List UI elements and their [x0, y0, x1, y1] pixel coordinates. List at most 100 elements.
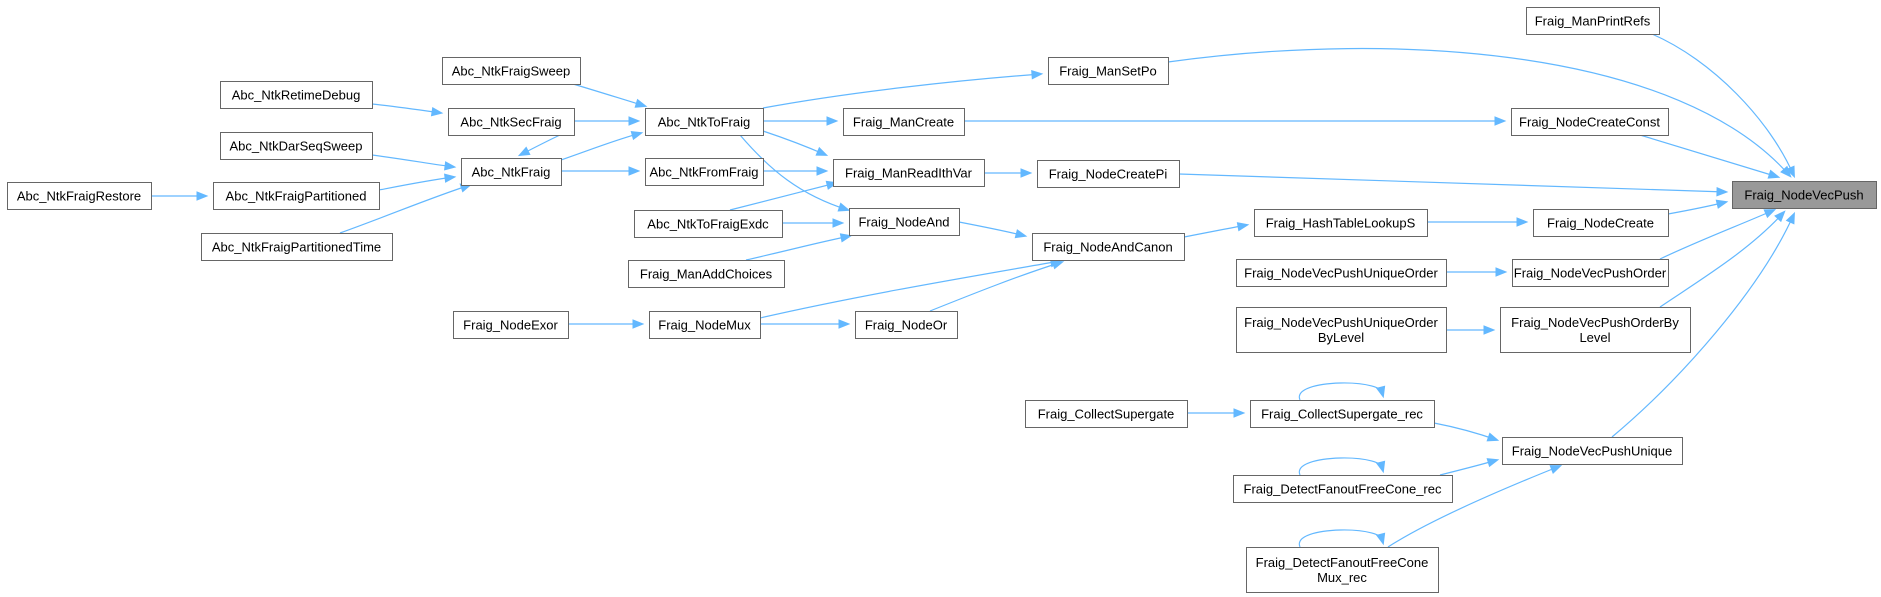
edge-setpo-to-root-arrowhead [1780, 165, 1792, 178]
edge-fanoutmuxrec-to-fanoutmuxrec-arrowhead [1375, 532, 1386, 546]
node-nodecreate[interactable]: Fraig_NodeCreate [1533, 209, 1669, 237]
node-label: Fraig_NodeAnd [858, 215, 949, 230]
edge-pushorder-to-root-arrowhead [1763, 209, 1777, 219]
node-createpi[interactable]: Fraig_NodeCreatePi [1037, 160, 1180, 188]
edge-fraigpartitionedtime-to-ntkfraig [339, 184, 471, 234]
edge-setpo-to-root [1167, 47, 1791, 177]
node-addchoices[interactable]: Fraig_ManAddChoices [628, 260, 785, 288]
node-box [1236, 307, 1447, 353]
node-box [843, 108, 965, 136]
node-nodeexor[interactable]: Fraig_NodeExor [453, 311, 569, 339]
node-createconst[interactable]: Fraig_NodeCreateConst [1511, 108, 1669, 136]
edge-andcanon-to-hashlookup-arrowhead [1236, 222, 1250, 232]
node-label: Abc_NtkToFraig [658, 115, 750, 130]
node-label: Abc_NtkFraigRestore [17, 189, 141, 204]
edge-ntkfraigsweep-to-ntktofraig-arrowhead [634, 98, 648, 108]
node-ntkfraigsweep[interactable]: Abc_NtkFraigSweep [442, 57, 581, 85]
node-box [849, 208, 960, 236]
node-nodeand[interactable]: Fraig_NodeAnd [849, 208, 960, 236]
edge-supergaterec-to-supergaterec-arrowhead [1375, 385, 1386, 399]
node-nodemux[interactable]: Fraig_NodeMux [649, 311, 761, 339]
node-fraigrestore[interactable]: Abc_NtkFraigRestore [7, 182, 152, 210]
node-uniqueorder[interactable]: Fraig_NodeVecPushUniqueOrder [1236, 259, 1447, 287]
node-label: Fraig_NodeVecPushUnique [1512, 444, 1672, 459]
edge-addchoices-to-nodeand-arrowhead [839, 233, 853, 243]
edge-pushorderlevel-to-root-arrowhead [1774, 210, 1786, 223]
edge-nodeand-to-andcanon-arrowhead [1014, 229, 1028, 239]
node-ntkfraig[interactable]: Abc_NtkFraig [461, 158, 562, 186]
node-box [1233, 475, 1453, 503]
node-ntktofraigexdc[interactable]: Abc_NtkToFraigExdc [634, 210, 783, 238]
node-nodeor[interactable]: Fraig_NodeOr [855, 311, 958, 339]
edge-ntktofraig-to-setpo [762, 73, 1042, 109]
node-label: Fraig_NodeAndCanon [1043, 240, 1172, 255]
node-readith[interactable]: Fraig_ManReadIthVar [833, 159, 985, 187]
edge-hashlookup-to-nodecreate-arrowhead [1516, 217, 1529, 227]
node-root[interactable]: Fraig_NodeVecPush [1732, 181, 1877, 209]
node-label: Fraig_NodeOr [865, 318, 948, 333]
edge-fanoutrec-to-fanoutrec-arrowhead [1375, 460, 1386, 474]
node-box [7, 182, 152, 210]
edge-ntktofraigexdc-to-nodeand-arrowhead [832, 218, 845, 228]
edge-ntktofraig-to-nodeand-arrowhead [837, 202, 851, 212]
node-box [1526, 7, 1660, 35]
edge-collectsupergate-to-supergaterec-arrowhead [1233, 408, 1246, 418]
node-setpo[interactable]: Fraig_ManSetPo [1048, 57, 1169, 85]
node-mancreate[interactable]: Fraig_ManCreate [843, 108, 965, 136]
node-box [442, 57, 581, 85]
nodes-layer: Fraig_NodeVecPush Fraig_ManPrintRefsFraig… [7, 7, 1877, 593]
node-printrefs[interactable]: Fraig_ManPrintRefs [1526, 7, 1660, 35]
node-box [634, 210, 783, 238]
edge-createpi-to-root [1178, 173, 1727, 193]
node-box [645, 108, 764, 136]
node-fraigpartitionedtime[interactable]: Abc_NtkFraigPartitionedTime [201, 233, 393, 261]
edge-uniqueorder-to-pushorder-arrowhead [1495, 267, 1508, 277]
node-box [1500, 307, 1691, 353]
edge-fraigpartitioned-to-ntkfraig-arrowhead [444, 173, 457, 183]
node-box [220, 81, 373, 109]
edge-supergaterec-to-supergaterec [1299, 382, 1384, 401]
node-box [448, 108, 575, 136]
node-supergaterec[interactable]: Fraig_CollectSupergate_rec [1250, 400, 1435, 428]
node-label: Abc_NtkFraigPartitioned [226, 189, 367, 204]
node-label: Abc_NtkToFraigExdc [647, 217, 769, 232]
edge-uniqueorderlevel-to-pushorderlevel-arrowhead [1483, 325, 1496, 335]
node-pushorder[interactable]: Fraig_NodeVecPushOrder [1512, 259, 1669, 287]
node-fanoutrec[interactable]: Fraig_DetectFanoutFreeCone_rec [1233, 475, 1453, 503]
edge-readith-to-createpi-arrowhead [1020, 168, 1033, 178]
node-box [453, 311, 569, 339]
node-box [649, 311, 761, 339]
node-label: Fraig_CollectSupergate_rec [1261, 407, 1423, 422]
edge-retimedebug-to-ntksecfraig-arrowhead [430, 107, 444, 117]
edge-nodeor-to-andcanon-arrowhead [1051, 260, 1065, 270]
node-label: Abc_NtkFraig [472, 165, 551, 180]
node-retimedebug[interactable]: Abc_NtkRetimeDebug [220, 81, 373, 109]
node-box [1250, 400, 1435, 428]
edge-darseqsweep-to-ntkfraig-arrowhead [444, 161, 457, 171]
node-fraigpartitioned[interactable]: Abc_NtkFraigPartitioned [213, 182, 380, 210]
edge-createconst-to-root-arrowhead [1767, 169, 1781, 179]
node-box [855, 311, 958, 339]
node-label: Abc_NtkFromFraig [649, 165, 758, 180]
node-label: Abc_NtkFraigSweep [452, 64, 571, 79]
node-andcanon[interactable]: Fraig_NodeAndCanon [1032, 233, 1185, 261]
node-hashlookup[interactable]: Fraig_HashTableLookupS [1254, 209, 1428, 237]
node-collectsupergate[interactable]: Fraig_CollectSupergate [1025, 400, 1188, 428]
node-box [628, 260, 785, 288]
node-box [1025, 400, 1188, 428]
node-ntktofraig[interactable]: Abc_NtkToFraig [645, 108, 764, 136]
node-label: Fraig_HashTableLookupS [1266, 216, 1416, 231]
node-label: Fraig_NodeMux [658, 318, 751, 333]
node-label: Abc_NtkRetimeDebug [232, 88, 361, 103]
node-ntksecfraig[interactable]: Abc_NtkSecFraig [448, 108, 575, 136]
node-label: Fraig_NodeCreate [1547, 216, 1654, 231]
node-darseqsweep[interactable]: Abc_NtkDarSeqSweep [220, 132, 373, 160]
edge-ntktofraig-to-readith [762, 130, 827, 156]
node-label: Fraig_DetectFanoutFreeCone [1256, 555, 1429, 570]
node-ntkfromfraig[interactable]: Abc_NtkFromFraig [645, 158, 764, 186]
node-pushunique[interactable]: Fraig_NodeVecPushUnique [1502, 437, 1683, 465]
edge-nodecreate-to-root-arrowhead [1715, 199, 1729, 209]
